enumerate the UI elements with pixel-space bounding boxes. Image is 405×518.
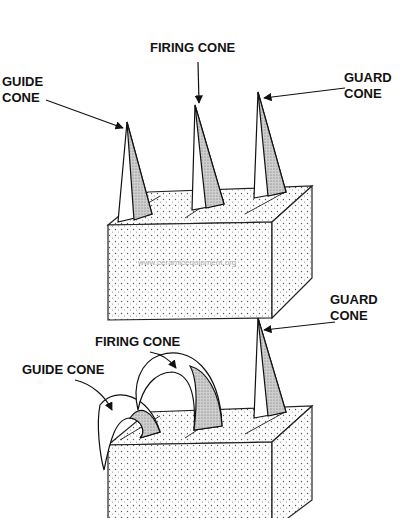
pyrometric-cone xyxy=(118,92,286,222)
cone-label: GUARD CONE xyxy=(344,70,400,102)
cone-label: GUARD CONE xyxy=(330,292,386,324)
watermark: www.ceramicequipment.org xyxy=(138,258,268,267)
cone-label: FIRING CONE xyxy=(150,40,260,56)
cone-label: GUIDE CONE xyxy=(2,74,58,106)
leader-arrow xyxy=(46,62,345,128)
cone-label: FIRING CONE xyxy=(95,334,215,350)
cone-label: GUIDE CONE xyxy=(22,362,142,378)
leader-arrow xyxy=(75,322,335,410)
